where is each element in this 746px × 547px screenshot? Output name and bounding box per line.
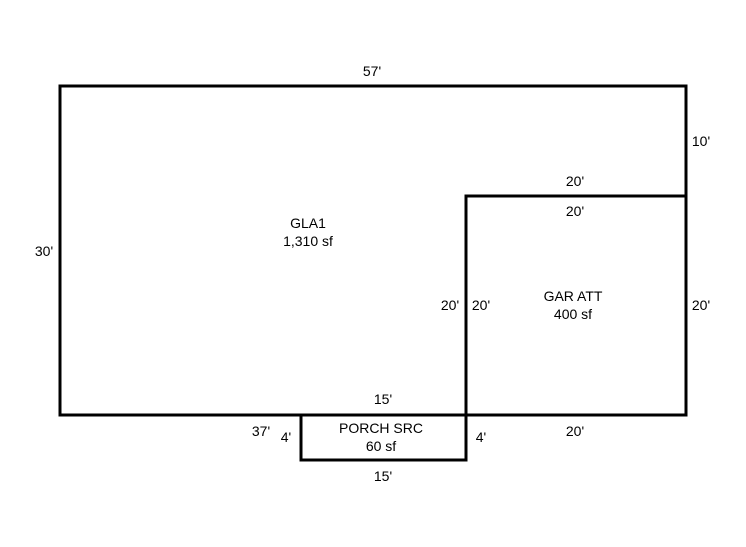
dim-porch-top: 15' [374, 391, 392, 407]
dim-garage-top-inner: 20' [566, 203, 584, 219]
dim-garage-left-inner: 20' [472, 297, 490, 313]
dim-porch-bottom: 15' [374, 468, 392, 484]
porch-area-label: 60 sf [366, 438, 396, 454]
porch-outline [299, 413, 468, 462]
gla1-outline [58, 84, 688, 417]
dim-left-height: 30' [35, 243, 53, 259]
garage-name-label: GAR ATT [544, 288, 603, 304]
porch-name-label: PORCH SRC [339, 420, 423, 436]
dim-garage-bottom: 20' [566, 423, 584, 439]
dim-bottom-left: 37' [252, 423, 270, 439]
dim-top-width: 57' [363, 63, 381, 79]
dim-porch-right: 4' [476, 429, 486, 445]
garage-outline [464, 194, 688, 417]
gla1-name-label: GLA1 [290, 215, 326, 231]
gla1-area-label: 1,310 sf [283, 233, 333, 249]
dim-porch-left: 4' [281, 429, 291, 445]
dim-garage-top-outer: 20' [566, 173, 584, 189]
dim-right-upper: 10' [692, 133, 710, 149]
dim-garage-left-outer: 20' [441, 297, 459, 313]
dim-right-lower: 20' [692, 297, 710, 313]
garage-area-label: 400 sf [554, 306, 592, 322]
